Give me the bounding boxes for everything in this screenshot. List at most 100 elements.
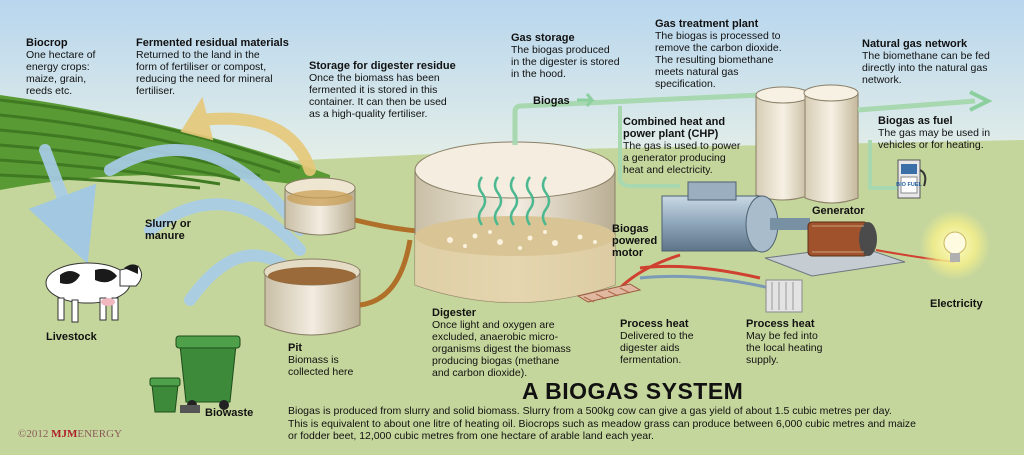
digester-line: excluded, anaerobic micro- — [432, 331, 559, 343]
biogas-fuel-title: Biogas as fuel — [878, 115, 953, 127]
digester-title: Digester — [432, 307, 477, 319]
chp-gas-pipe — [618, 106, 680, 188]
chp-motor — [661, 181, 810, 253]
fermented-line: Returned to the land in the — [136, 49, 260, 61]
network-arrow-icon — [969, 90, 993, 112]
slurry-title-line: manure — [145, 230, 185, 242]
fermented-line: form of fertiliser or compost, — [136, 61, 267, 73]
network-pipe — [857, 98, 976, 113]
storage-residue-line: Once the biomass has been — [309, 72, 440, 84]
pit-pipe — [359, 239, 413, 308]
footer-line: This is equivalent to about one litre of… — [288, 417, 917, 430]
label-biowaste: Biowaste — [205, 407, 285, 419]
natural-gas-line: network. — [862, 74, 902, 86]
process-heat-1-title: Process heat — [620, 318, 689, 330]
label-biocrop: Biocrop One hectare of energy crops: mai… — [26, 37, 131, 97]
chp-line: a generator producing — [623, 152, 726, 164]
fuel-pipe — [868, 140, 898, 190]
digester-radiator-icon — [576, 283, 642, 303]
label-gas-treatment: Gas treatment plant The biogas is proces… — [655, 18, 815, 90]
generator-title: Generator — [812, 205, 865, 217]
pit — [263, 258, 361, 336]
biocrop-line: energy crops: — [26, 61, 90, 73]
digester-heat-pipe — [618, 253, 681, 290]
gas-treatment-line: remove the carbon dioxide. — [655, 42, 782, 54]
copyright: ©2012 MJMENERGY — [18, 428, 122, 440]
digester-line: Once light and oxygen are — [432, 319, 555, 331]
process-heat-1-line: Delivered to the — [620, 330, 694, 342]
heat-pipe-blue — [639, 274, 771, 290]
process-heat-2-title: Process heat — [746, 318, 815, 330]
gas-treatment-line: The biogas is processed to — [655, 30, 781, 42]
digester-line: organisms digest the biomass — [432, 343, 571, 355]
fuel-pump-icon: BIO FUEL — [896, 159, 927, 199]
copyright-brand-suffix: ENERGY — [77, 428, 122, 440]
chp-title-line: Combined heat and — [623, 116, 726, 128]
pit-title: Pit — [288, 342, 303, 354]
label-process-heat-1: Process heat Delivered to the digester a… — [620, 318, 730, 366]
livestock-title: Livestock — [46, 331, 97, 343]
fertiliser-arrows — [180, 96, 316, 176]
label-livestock: Livestock — [46, 331, 126, 343]
natural-gas-line: directly into the natural gas — [862, 62, 988, 74]
biocrop-line: One hectare of — [26, 49, 96, 61]
flow-arrows — [28, 144, 306, 306]
gas-treatment-title: Gas treatment plant — [655, 18, 759, 30]
gas-treatment-silos — [755, 84, 859, 204]
label-natural-gas: Natural gas network The biomethane can b… — [862, 38, 1020, 86]
biogas-fuel-line: The gas may be used in — [878, 127, 991, 139]
process-heat-2-line: supply. — [746, 354, 779, 366]
light-bulb-icon — [943, 231, 967, 262]
fermented-line: fertiliser. — [136, 85, 176, 97]
label-pit: Pit Biomass is collected here — [288, 342, 388, 378]
gas-storage-line: in the hood. — [511, 68, 566, 80]
residue-storage-tank — [284, 177, 356, 236]
label-fermented: Fermented residual materials Returned to… — [136, 37, 311, 97]
digester-line: and carbon dioxide). — [432, 367, 528, 379]
chp-line: The gas is used to power — [623, 140, 741, 152]
process-heat-1-line: digester aids — [620, 342, 680, 354]
label-slurry: Slurry or manure — [145, 218, 225, 242]
label-process-heat-2: Process heat May be fed into the local h… — [746, 318, 856, 366]
natural-gas-line: The biomethane can be fed — [862, 50, 990, 62]
chp-line: heat and electricity. — [623, 164, 713, 176]
label-electricity: Electricity — [930, 298, 1010, 310]
label-digester: Digester Once light and oxygen are exclu… — [432, 307, 592, 379]
biogas-motor-title-line: motor — [612, 247, 644, 259]
cow-icon — [45, 262, 142, 323]
radiator-icon — [765, 279, 803, 313]
generator-unit — [764, 221, 906, 277]
pump-label: BIO FUEL — [896, 182, 922, 188]
gas-treatment-line: meets natural gas — [655, 66, 739, 78]
gas-storage-line: The biogas produced — [511, 44, 610, 56]
pit-line: Biomass is — [288, 354, 339, 366]
biogas-pipe — [512, 92, 761, 145]
biocrop-title: Biocrop — [26, 37, 68, 49]
process-heat-1-line: fermentation. — [620, 354, 682, 366]
pit-line: collected here — [288, 366, 354, 378]
gas-treatment-line: The resulting biomethane — [655, 54, 774, 66]
digester-line: producing biogas (methane — [432, 355, 560, 367]
biogas-flow-label: Biogas — [533, 95, 570, 107]
biogas-arrow-icon — [577, 93, 596, 107]
chp-title-line: power plant (CHP) — [623, 128, 719, 140]
footer-line: Biogas is produced from slurry and solid… — [288, 405, 892, 417]
diagram-title: A BIOGAS SYSTEM — [522, 378, 744, 404]
biogas-motor-title-line: powered — [612, 235, 658, 247]
label-generator: Generator — [812, 205, 892, 217]
gas-treatment-line: specification. — [655, 78, 716, 90]
electricity-title: Electricity — [930, 298, 983, 310]
label-biogas-fuel: Biogas as fuel The gas may be used in ve… — [878, 115, 1018, 151]
label-storage-residue: Storage for digester residue Once the bi… — [309, 60, 489, 120]
copyright-brand: MJM — [51, 428, 78, 440]
digester — [414, 141, 616, 303]
storage-residue-title: Storage for digester residue — [309, 60, 456, 72]
copyright-year: ©2012 — [18, 428, 49, 440]
natural-gas-title: Natural gas network — [862, 38, 968, 50]
biocrop-line: maize, grain, — [26, 73, 87, 85]
biogas-fuel-line: vehicles or for heating. — [878, 139, 984, 151]
gas-storage-line: in the digester is stored — [511, 56, 620, 68]
slurry-title-line: Slurry or — [145, 218, 191, 230]
storage-residue-line: fermented it is stored in this — [309, 84, 438, 96]
